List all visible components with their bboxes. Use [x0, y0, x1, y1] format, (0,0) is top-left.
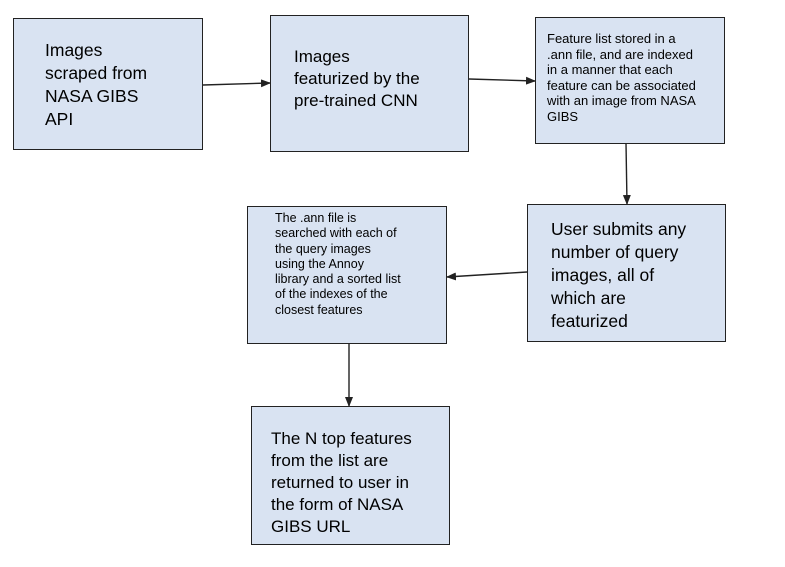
node-store: Feature list stored in a .ann file, and …: [535, 17, 725, 144]
node-scrape-label: Images scraped from NASA GIBS API: [45, 40, 148, 129]
node-search: The .ann file is searched with each of t…: [247, 206, 447, 344]
node-submit-label: User submits any number of query images,…: [551, 219, 687, 331]
node-store-label: Feature list stored in a .ann file, and …: [547, 31, 696, 124]
arrow-store-to-submit: [622, 142, 631, 205]
node-featurize-label: Images featurized by the pre-trained CNN: [294, 47, 420, 110]
arrow-submit-to-search: [446, 271, 528, 281]
node-scrape: Images scraped from NASA GIBS API: [13, 18, 203, 150]
arrow-featurize-to-store: [468, 76, 536, 85]
node-featurize: Images featurized by the pre-trained CNN: [270, 15, 469, 152]
node-return-label: The N top features from the list are ret…: [271, 429, 412, 536]
arrow-scrape-to-featurize: [202, 79, 271, 88]
node-search-label: The .ann file is searched with each of t…: [275, 211, 401, 317]
node-submit: User submits any number of query images,…: [527, 204, 726, 342]
node-return: The N top features from the list are ret…: [251, 406, 450, 545]
